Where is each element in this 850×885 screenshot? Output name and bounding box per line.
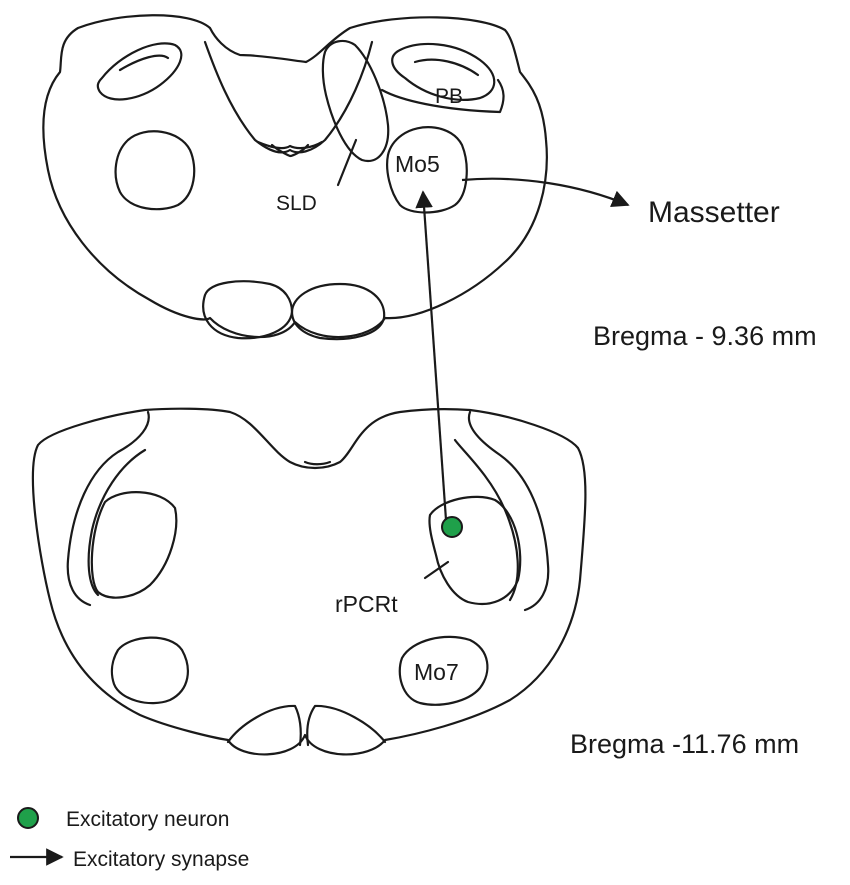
massetter-label: Massetter	[648, 196, 780, 229]
lower-left-pyramid	[228, 706, 301, 745]
upper-left-peduncle	[98, 43, 182, 99]
rpcrt-to-mo5-arrow	[423, 192, 446, 520]
upper-left-pyramid	[203, 281, 292, 338]
mo7-label: Mo7	[414, 659, 459, 685]
lower-left-ventral-nucleus	[112, 638, 188, 704]
upper-section: PB Mo5 SLD	[43, 15, 547, 339]
upper-left-peduncle-inner	[120, 56, 168, 70]
upper-left-nucleus	[116, 131, 195, 209]
lower-right-pyramid	[307, 706, 385, 745]
bregma-upper-label: Bregma - 9.36 mm	[593, 321, 817, 351]
rpcrt-label: rPCRt	[335, 591, 398, 617]
rpcrt-leader	[425, 562, 448, 578]
mo5-to-massetter-arrow	[462, 179, 628, 205]
legend-synapse-label: Excitatory synapse	[73, 848, 249, 871]
lower-right-band-inner	[455, 440, 518, 600]
mo5-label: Mo5	[395, 151, 440, 177]
upper-section-outline	[43, 15, 547, 337]
lower-section: rPCRt Mo7	[33, 409, 585, 755]
legend: Excitatory neuron Excitatory synapse	[10, 808, 249, 871]
lower-left-band-outer	[68, 412, 149, 605]
upper-ventricle-floor	[258, 142, 322, 148]
sld-label: SLD	[276, 192, 317, 215]
lower-left-nucleus	[92, 492, 176, 597]
pb-label: PB	[435, 85, 463, 108]
legend-neuron-icon	[18, 808, 38, 828]
lower-midline-notch	[305, 462, 330, 464]
lower-right-band-outer	[469, 412, 548, 610]
bregma-lower-label: Bregma -11.76 mm	[570, 729, 799, 759]
rpcrt-region	[429, 497, 520, 604]
legend-neuron-label: Excitatory neuron	[66, 808, 229, 831]
upper-right-peduncle-inner	[415, 60, 478, 75]
lower-section-outline	[33, 409, 585, 755]
